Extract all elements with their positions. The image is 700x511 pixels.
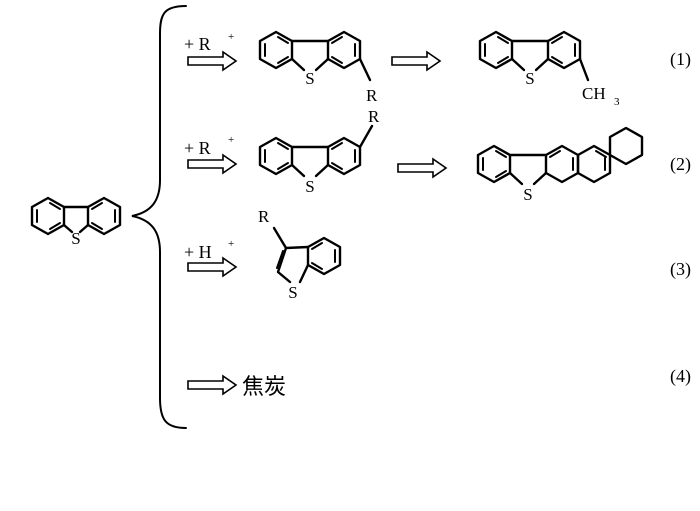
arrow-2a [187, 153, 238, 175]
intermediate-1: S R [258, 30, 378, 105]
reagent-1-charge: + [228, 31, 234, 43]
reagent-3-charge: + [228, 238, 234, 250]
dibenzothiophene-reactant: S [30, 196, 122, 248]
svg-text:S: S [523, 185, 532, 204]
reaction-4: 焦炭 (4) [187, 366, 691, 400]
product-1-methyl-subscript: 3 [614, 96, 620, 108]
svg-text:S: S [525, 69, 534, 88]
reaction-1-number: (1) [670, 49, 691, 70]
reaction-3: + H + S R (3) [184, 207, 691, 302]
reaction-2: + R + S R [184, 107, 691, 204]
product-1: S CH 3 [478, 30, 620, 108]
arrow-1a [187, 50, 238, 72]
sulfur-atom-label: S [71, 229, 80, 248]
svg-text:S: S [305, 69, 314, 88]
coke-label: 焦炭 [242, 375, 286, 400]
reaction-3-number: (3) [670, 259, 691, 280]
intermediate-1-substituent: R [366, 86, 378, 105]
reagent-2: + R [184, 138, 211, 158]
reaction-2-number: (2) [670, 154, 691, 175]
product-2: S [476, 126, 644, 204]
branch-brace [131, 5, 187, 429]
svg-text:S: S [305, 177, 314, 196]
arrow-4 [187, 374, 238, 396]
product-3: S R [258, 207, 342, 302]
arrow-3 [187, 256, 238, 278]
product-1-methyl: CH [582, 84, 606, 103]
intermediate-2: S R [258, 107, 380, 196]
intermediate-2-substituent: R [368, 107, 380, 126]
svg-text:S: S [288, 283, 297, 302]
product-3-substituent: R [258, 207, 270, 226]
reagent-2-charge: + [228, 134, 234, 146]
arrow-1b [391, 50, 442, 72]
reagent-3: + H [184, 242, 212, 262]
reagent-1: + R [184, 34, 211, 54]
reaction-1: + R + S R [184, 30, 691, 108]
reaction-4-number: (4) [670, 366, 691, 387]
arrow-2b [397, 157, 448, 179]
